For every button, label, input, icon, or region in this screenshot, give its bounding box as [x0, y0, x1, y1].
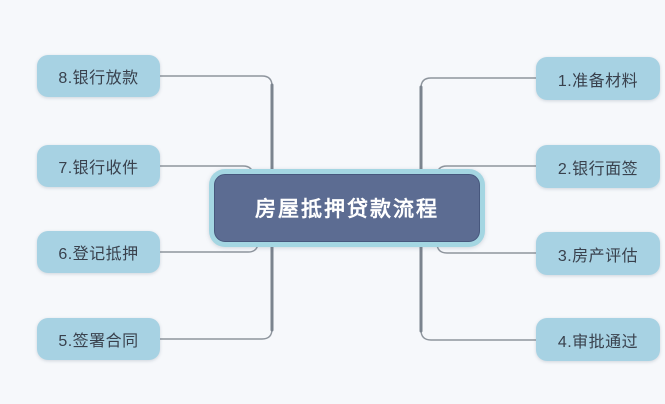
- node-step-2-label: 2.银行面签: [557, 160, 639, 178]
- node-step-6[interactable]: 6.登记抵押: [37, 231, 160, 273]
- node-step-4-label: 4.审批通过: [557, 333, 639, 351]
- node-step-1-label: 1.准备材料: [557, 72, 639, 90]
- node-step-6-label: 6.登记抵押: [58, 246, 139, 263]
- connector-step4: [420, 244, 536, 341]
- node-step-7[interactable]: 7.银行收件: [37, 145, 160, 187]
- node-step-8[interactable]: 8.银行放款: [37, 55, 160, 97]
- node-step-4[interactable]: 4.审批通过: [536, 318, 660, 361]
- node-step-5-label: 5.签署合同: [58, 333, 139, 350]
- connector-step1: [420, 77, 536, 172]
- node-step-3[interactable]: 3.房产评估: [536, 232, 660, 275]
- node-step-1[interactable]: 1.准备材料: [536, 57, 660, 100]
- center-topic-title: 房屋抵押贷款流程: [255, 198, 439, 221]
- node-step-7-label: 7.银行收件: [58, 160, 139, 177]
- center-topic[interactable]: 房屋抵押贷款流程: [209, 169, 485, 247]
- node-step-2[interactable]: 2.银行面签: [536, 145, 660, 188]
- connector-step8: [160, 75, 273, 172]
- center-topic-box: 房屋抵押贷款流程: [214, 174, 480, 242]
- node-step-5[interactable]: 5.签署合同: [37, 318, 160, 360]
- node-step-3-label: 3.房产评估: [557, 247, 639, 265]
- node-step-8-label: 8.银行放款: [58, 70, 139, 87]
- connector-step5: [160, 244, 273, 340]
